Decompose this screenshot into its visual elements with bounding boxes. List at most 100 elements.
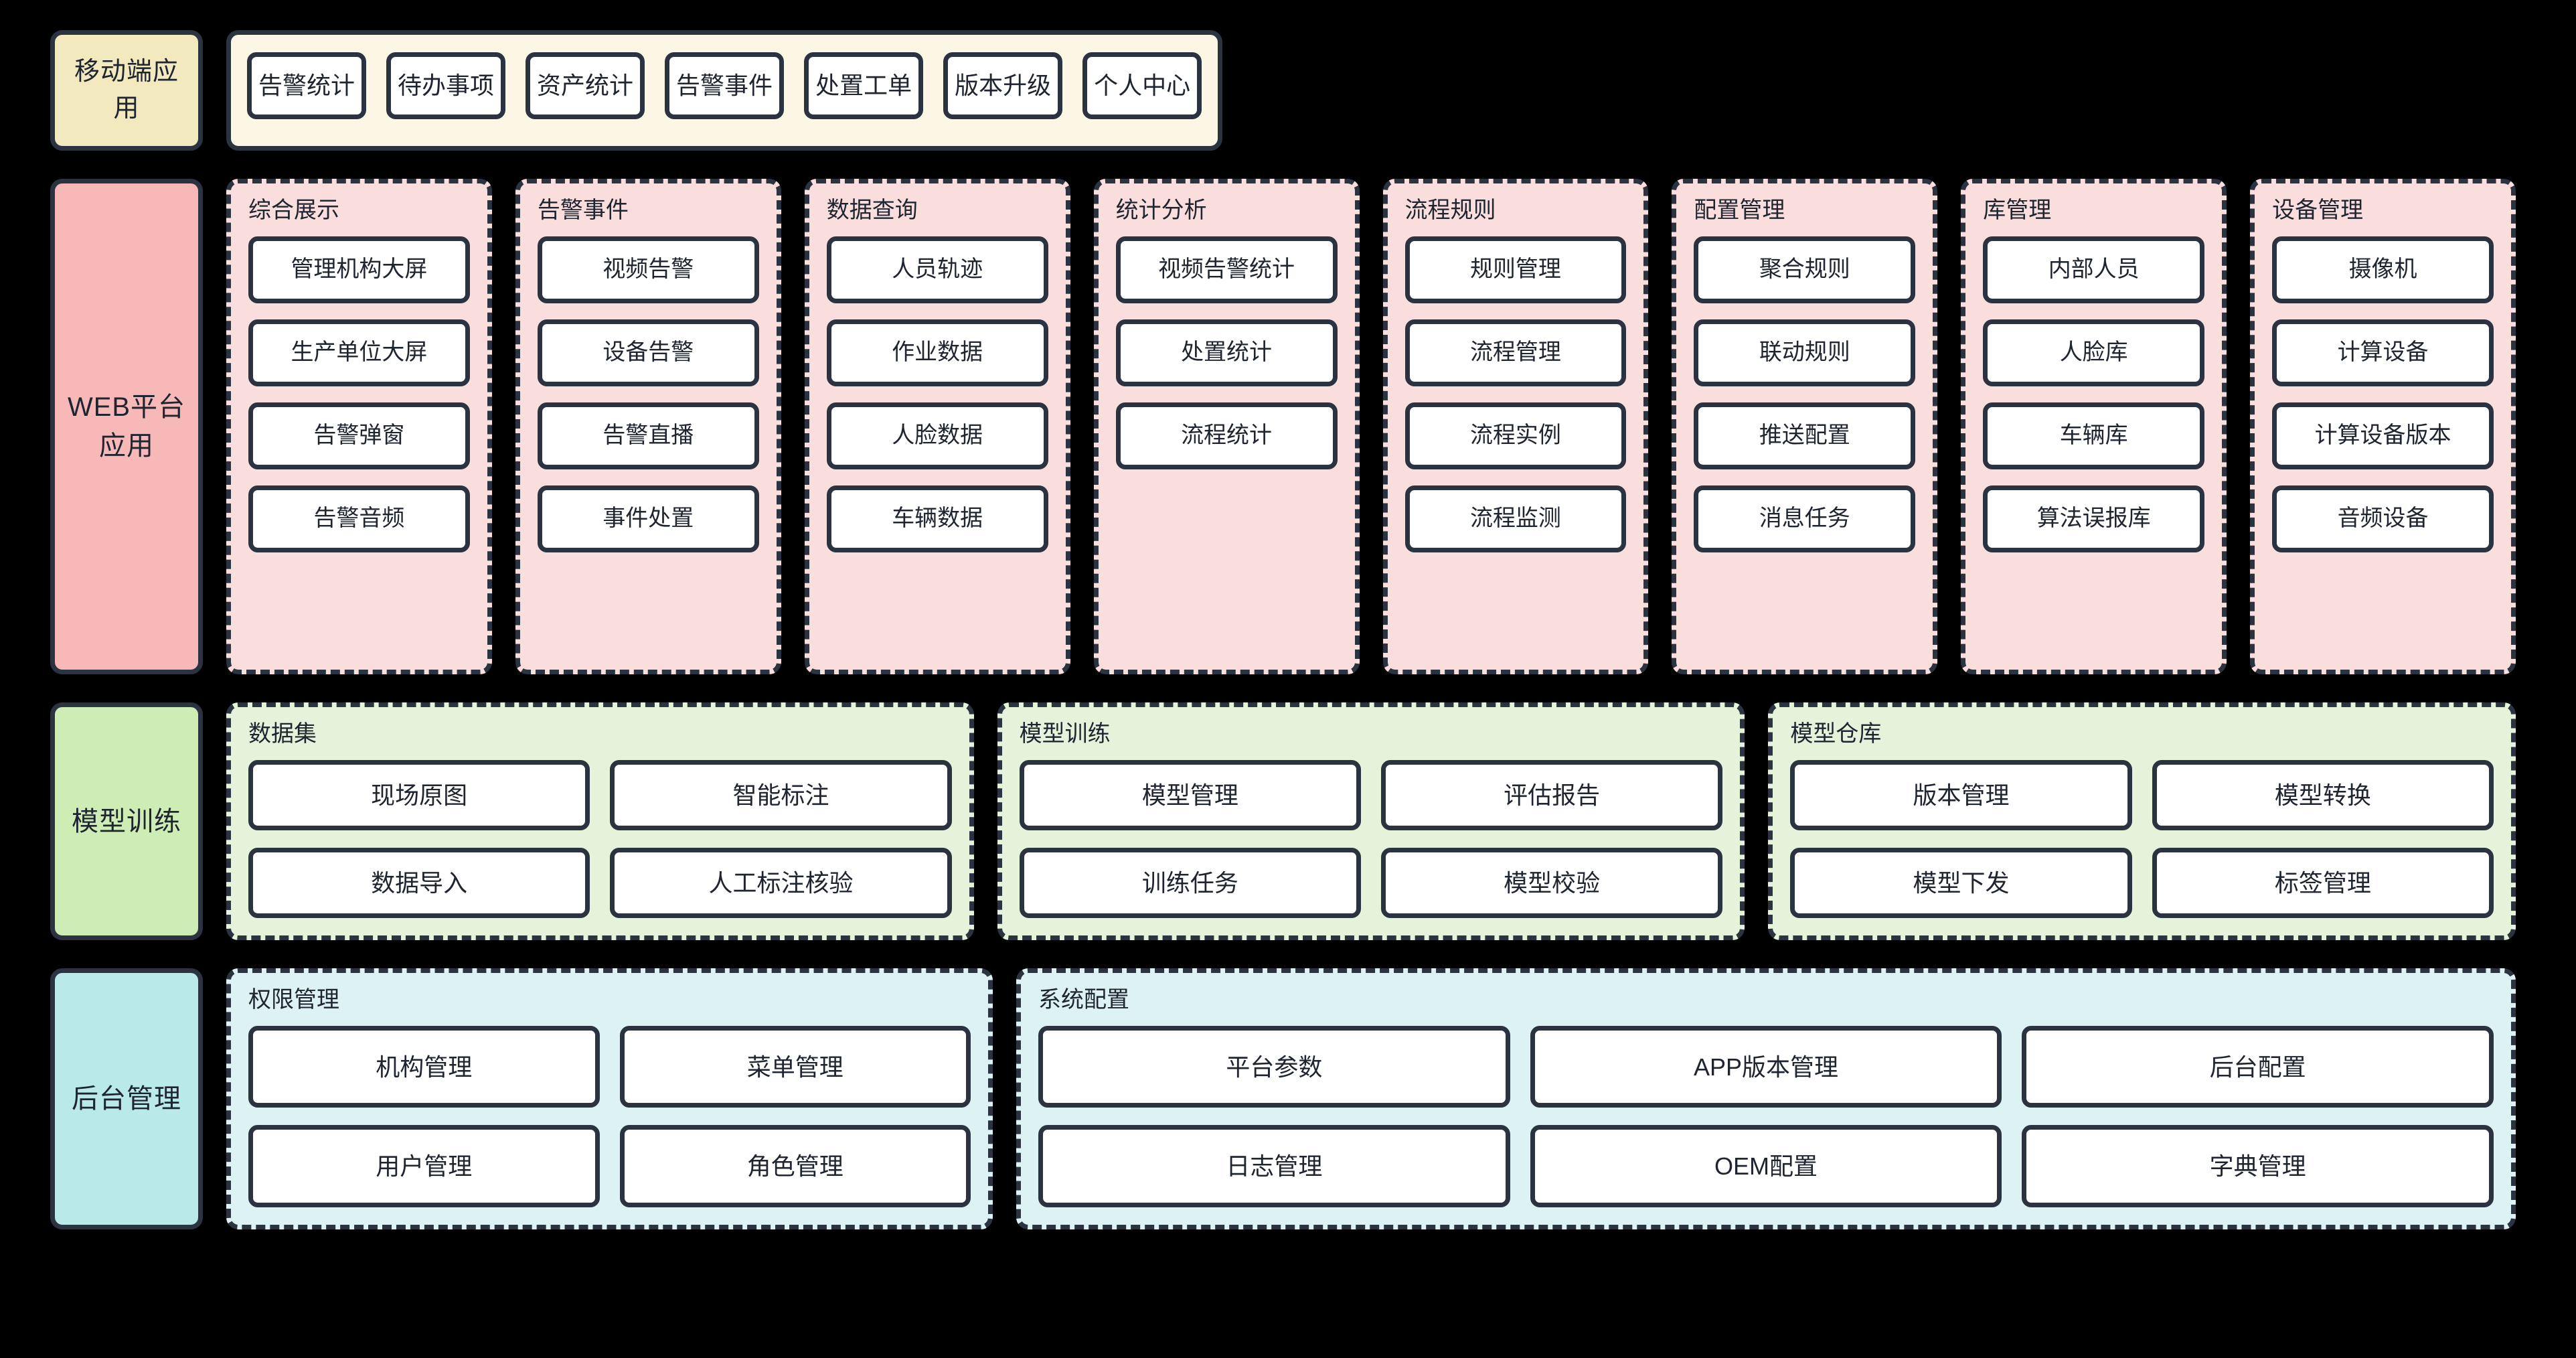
tile-model-0-2[interactable]: 数据导入	[248, 847, 590, 918]
lane-web: WEB平台 应用 综合展示 管理机构大屏 生产单位大屏 告警弹窗 告警音频 告警…	[50, 179, 2516, 674]
tile-list: 现场原图 智能标注 数据导入 人工标注核验	[248, 759, 952, 918]
group-config-management: 配置管理 聚合规则 联动规则 推送配置 消息任务	[1672, 179, 1938, 674]
tile-admin-1-5[interactable]: 字典管理	[2022, 1125, 2494, 1207]
group-statistics-analysis: 统计分析 视频告警统计 处置统计 流程统计	[1093, 179, 1360, 674]
tile-admin-0-1[interactable]: 菜单管理	[619, 1025, 971, 1108]
tile-web-4-0[interactable]: 规则管理	[1404, 236, 1627, 303]
tile-web-5-2[interactable]: 推送配置	[1694, 402, 1916, 469]
group-data-query: 数据查询 人员轨迹 作业数据 人脸数据 车辆数据	[804, 179, 1070, 674]
tile-web-1-0[interactable]: 视频告警	[537, 236, 759, 303]
group-system-config: 系统配置 平台参数 APP版本管理 后台配置 日志管理 OEM配置 字典管理	[1016, 968, 2516, 1229]
tile-admin-1-1[interactable]: APP版本管理	[1530, 1025, 2002, 1108]
lane-label-web: WEB平台 应用	[50, 179, 203, 674]
tile-mobile-0[interactable]: 告警统计	[247, 52, 367, 119]
group-permission-management: 权限管理 机构管理 菜单管理 用户管理 角色管理	[226, 968, 993, 1229]
tile-web-2-2[interactable]: 人脸数据	[826, 402, 1048, 469]
spacer	[1116, 485, 1338, 652]
group-title: 权限管理	[248, 987, 339, 1012]
tile-admin-0-0[interactable]: 机构管理	[248, 1025, 600, 1108]
tile-web-7-0[interactable]: 摄像机	[2272, 236, 2494, 303]
tile-model-2-0[interactable]: 版本管理	[1790, 759, 2132, 830]
tile-model-1-3[interactable]: 模型校验	[1381, 847, 1723, 918]
tile-admin-1-2[interactable]: 后台配置	[2022, 1025, 2494, 1108]
tile-model-1-1[interactable]: 评估报告	[1381, 759, 1723, 830]
tile-admin-1-3[interactable]: 日志管理	[1038, 1125, 1510, 1207]
tile-web-7-2[interactable]: 计算设备版本	[2272, 402, 2494, 469]
tile-model-0-1[interactable]: 智能标注	[610, 759, 952, 830]
tile-model-0-3[interactable]: 人工标注核验	[610, 847, 952, 918]
tile-mobile-5[interactable]: 版本升级	[943, 52, 1063, 119]
tile-web-1-1[interactable]: 设备告警	[537, 319, 759, 386]
lane-body-mobile: 告警统计 待办事项 资产统计 告警事件 处置工单 版本升级 个人中心	[226, 30, 2516, 151]
group-mobile-apps: 告警统计 待办事项 资产统计 告警事件 处置工单 版本升级 个人中心	[226, 30, 1223, 151]
tile-web-5-0[interactable]: 聚合规则	[1694, 236, 1916, 303]
group-title: 模型仓库	[1790, 721, 1882, 747]
tile-model-2-1[interactable]: 模型转换	[2152, 759, 2494, 830]
lane-label-mobile: 移动端应用	[50, 30, 203, 151]
tile-web-1-2[interactable]: 告警直播	[537, 402, 759, 469]
tile-model-2-3[interactable]: 标签管理	[2152, 847, 2494, 918]
tile-web-6-3[interactable]: 算法误报库	[1983, 485, 2205, 552]
tile-mobile-4[interactable]: 处置工单	[804, 52, 924, 119]
tile-web-4-2[interactable]: 流程实例	[1404, 402, 1627, 469]
tile-web-7-3[interactable]: 音频设备	[2272, 485, 2494, 552]
tile-web-6-2[interactable]: 车辆库	[1983, 402, 2205, 469]
group-title: 数据集	[248, 721, 317, 747]
group-device-management: 设备管理 摄像机 计算设备 计算设备版本 音频设备	[2250, 179, 2516, 674]
tile-admin-0-3[interactable]: 角色管理	[619, 1125, 971, 1207]
group-title: 统计分析	[1115, 198, 1207, 223]
tile-web-5-3[interactable]: 消息任务	[1694, 485, 1916, 552]
group-library-management: 库管理 内部人员 人脸库 车辆库 算法误报库	[1961, 179, 2227, 674]
tile-web-0-3[interactable]: 告警音频	[248, 485, 470, 552]
tile-admin-0-2[interactable]: 用户管理	[248, 1125, 600, 1207]
tile-web-0-0[interactable]: 管理机构大屏	[248, 236, 470, 303]
tile-list: 规则管理 流程管理 流程实例 流程监测	[1404, 236, 1627, 652]
tile-list: 版本管理 模型转换 模型下发 标签管理	[1790, 759, 2494, 918]
tile-admin-1-0[interactable]: 平台参数	[1038, 1025, 1510, 1108]
tile-mobile-6[interactable]: 个人中心	[1082, 52, 1202, 119]
tile-web-5-1[interactable]: 联动规则	[1694, 319, 1916, 386]
lane-label-model: 模型训练	[50, 702, 203, 940]
tile-mobile-2[interactable]: 资产统计	[526, 52, 645, 119]
tile-web-4-3[interactable]: 流程监测	[1404, 485, 1627, 552]
group-title: 模型训练	[1019, 721, 1111, 747]
group-title: 告警事件	[537, 198, 629, 223]
tile-web-4-1[interactable]: 流程管理	[1404, 319, 1627, 386]
lane-body-admin: 权限管理 机构管理 菜单管理 用户管理 角色管理 系统配置 平台参数 APP版本…	[226, 968, 2516, 1229]
group-dataset: 数据集 现场原图 智能标注 数据导入 人工标注核验	[226, 702, 974, 940]
tile-web-2-3[interactable]: 车辆数据	[826, 485, 1048, 552]
tile-list: 视频告警 设备告警 告警直播 事件处置	[537, 236, 759, 652]
tile-web-7-1[interactable]: 计算设备	[2272, 319, 2494, 386]
tile-list: 告警统计 待办事项 资产统计 告警事件 处置工单 版本升级 个人中心	[247, 52, 1202, 129]
tile-web-3-0[interactable]: 视频告警统计	[1115, 236, 1338, 303]
tile-web-2-1[interactable]: 作业数据	[826, 319, 1048, 386]
tile-web-0-2[interactable]: 告警弹窗	[248, 402, 470, 469]
tile-mobile-3[interactable]: 告警事件	[665, 52, 785, 119]
tile-list: 模型管理 评估报告 训练任务 模型校验	[1019, 759, 1723, 918]
tile-web-3-2[interactable]: 流程统计	[1115, 402, 1338, 469]
tile-model-1-2[interactable]: 训练任务	[1019, 847, 1361, 918]
tile-mobile-1[interactable]: 待办事项	[386, 52, 506, 119]
tile-web-2-0[interactable]: 人员轨迹	[826, 236, 1048, 303]
tile-admin-1-4[interactable]: OEM配置	[1530, 1125, 2002, 1207]
group-comprehensive-display: 综合展示 管理机构大屏 生产单位大屏 告警弹窗 告警音频	[226, 179, 492, 674]
tile-web-3-1[interactable]: 处置统计	[1115, 319, 1338, 386]
group-title: 设备管理	[2272, 198, 2364, 223]
group-title: 配置管理	[1694, 198, 1785, 223]
tile-list: 内部人员 人脸库 车辆库 算法误报库	[1983, 236, 2205, 652]
tile-web-6-0[interactable]: 内部人员	[1983, 236, 2205, 303]
tile-web-1-3[interactable]: 事件处置	[537, 485, 759, 552]
group-title: 系统配置	[1038, 987, 1129, 1012]
lane-mobile: 移动端应用 告警统计 待办事项 资产统计 告警事件 处置工单 版本升级 个人中心	[50, 30, 2516, 151]
lane-body-web: 综合展示 管理机构大屏 生产单位大屏 告警弹窗 告警音频 告警事件 视频告警 设…	[226, 179, 2516, 674]
tile-model-2-2[interactable]: 模型下发	[1790, 847, 2132, 918]
lane-model: 模型训练 数据集 现场原图 智能标注 数据导入 人工标注核验 模型训练 模型管理…	[50, 702, 2516, 940]
group-process-rules: 流程规则 规则管理 流程管理 流程实例 流程监测	[1382, 179, 1649, 674]
tile-model-1-0[interactable]: 模型管理	[1019, 759, 1361, 830]
tile-list: 机构管理 菜单管理 用户管理 角色管理	[248, 1025, 971, 1207]
tile-model-0-0[interactable]: 现场原图	[248, 759, 590, 830]
tile-list: 摄像机 计算设备 计算设备版本 音频设备	[2272, 236, 2494, 652]
tile-web-6-1[interactable]: 人脸库	[1983, 319, 2205, 386]
tile-web-0-1[interactable]: 生产单位大屏	[248, 319, 470, 386]
lane-admin: 后台管理 权限管理 机构管理 菜单管理 用户管理 角色管理 系统配置 平台参数 …	[50, 968, 2516, 1229]
